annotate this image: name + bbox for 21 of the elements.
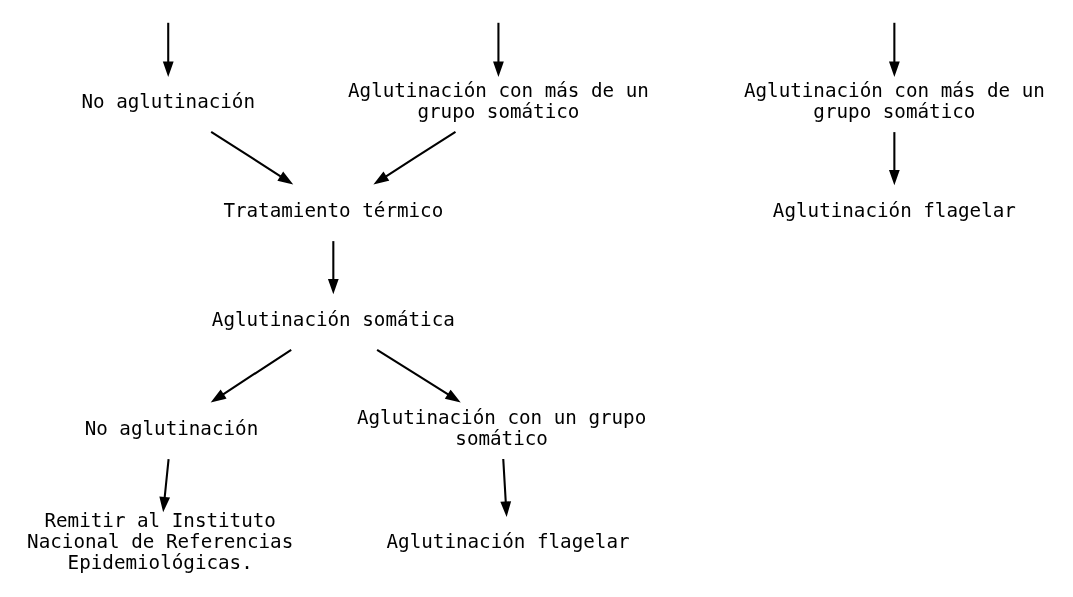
arrow — [376, 348, 461, 403]
arrow — [210, 130, 294, 185]
node-text: Remitir al Instituto Nacional de Referencias Epidemiológicas. — [27, 508, 294, 574]
arrow — [493, 22, 504, 77]
node-text: Aglutinación con un grupo somático — [356, 406, 647, 451]
arrow — [500, 458, 512, 517]
node-text: No aglutinación — [81, 89, 255, 113]
node-text: Aglutinación flagelar — [772, 198, 1016, 222]
arrow — [159, 458, 171, 513]
arrow — [162, 22, 174, 77]
arrow — [373, 130, 457, 185]
node-text: Aglutinación flagelar — [386, 529, 630, 553]
node-text: Aglutinación con más de un grupo somático — [743, 79, 1045, 124]
arrow — [210, 348, 292, 403]
node-text: No aglutinación — [84, 416, 259, 440]
arrow — [888, 132, 900, 186]
node-text: Tratamiento térmico — [223, 198, 444, 222]
arrow — [327, 241, 339, 295]
arrow — [888, 22, 900, 77]
node-text: Aglutinación con más de un grupo somático — [348, 79, 649, 124]
node-text: Aglutinación somática — [211, 307, 455, 331]
